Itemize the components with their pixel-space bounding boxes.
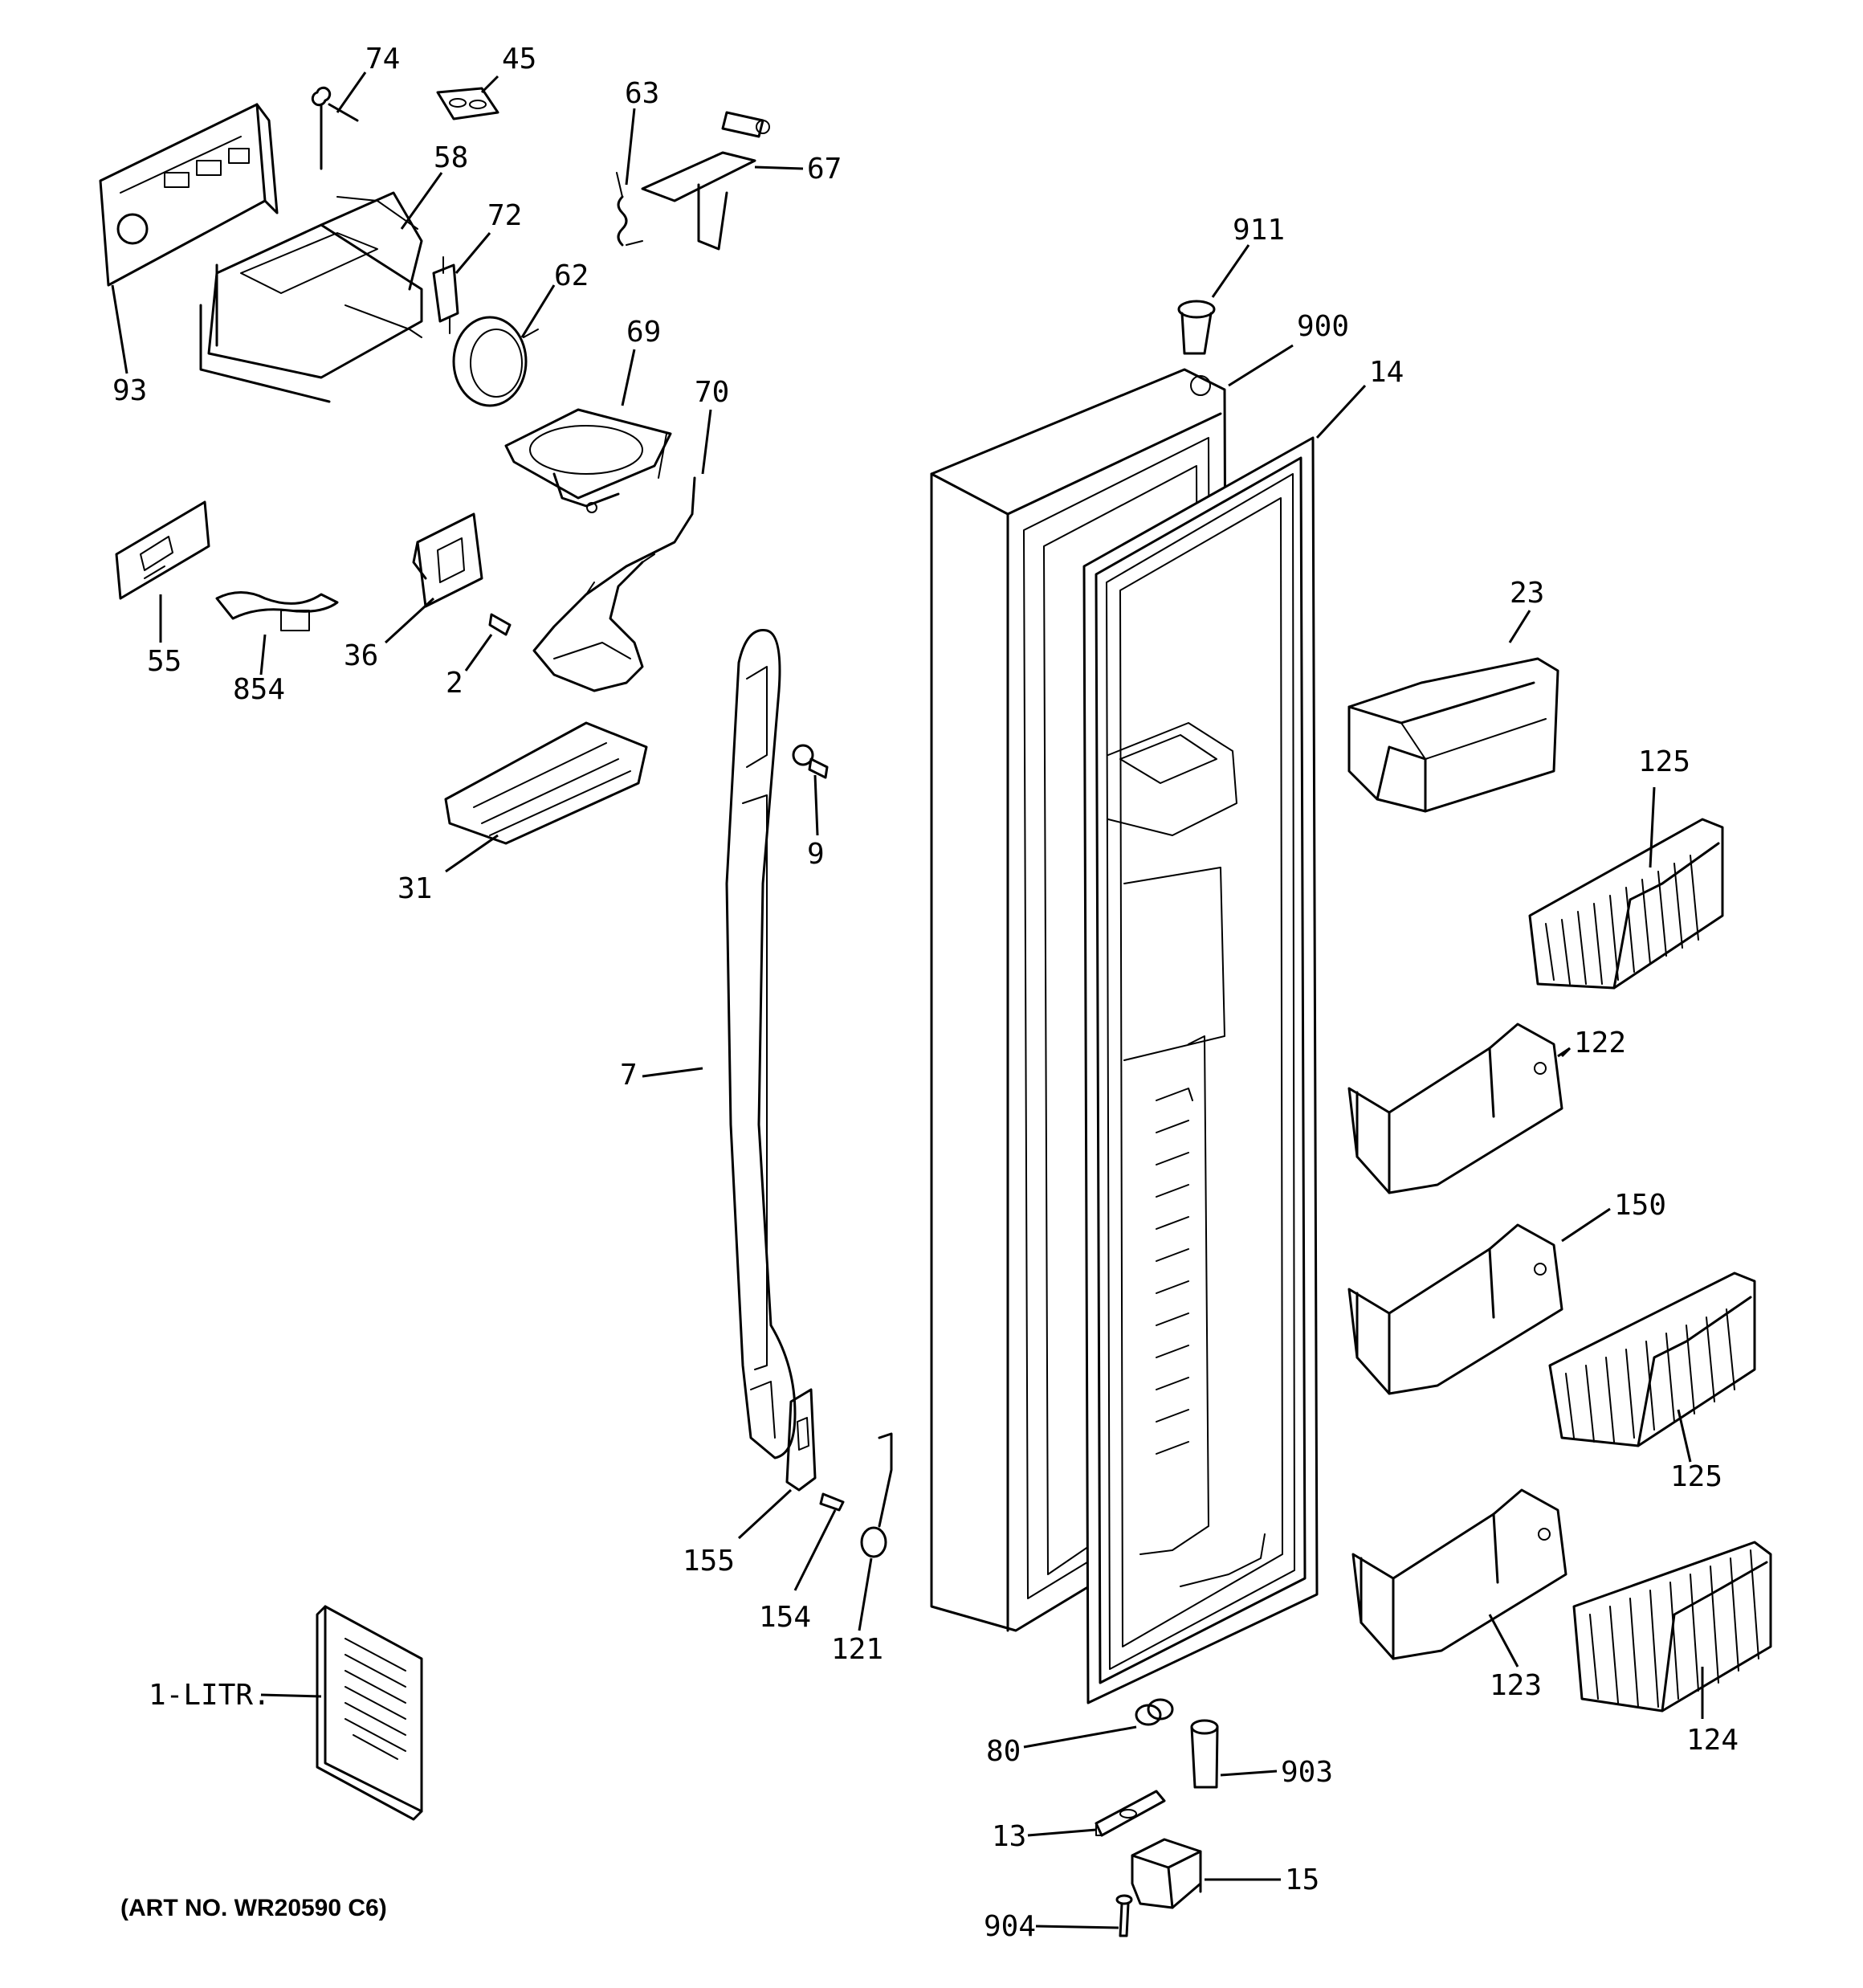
callout-155: 155 — [683, 1545, 735, 1578]
callout-55: 55 — [147, 645, 181, 678]
part-15-hinge — [1131, 1838, 1202, 1909]
part-80-plug — [1135, 1698, 1174, 1726]
callout-1-litr: 1-LITR. — [149, 1679, 271, 1712]
callout-150: 150 — [1614, 1189, 1666, 1222]
part-9-plug — [792, 744, 829, 779]
part-63-spring — [616, 172, 643, 247]
callout-900: 900 — [1297, 310, 1349, 343]
part-122-bin — [1347, 1023, 1563, 1194]
part-55-board — [115, 500, 210, 600]
callout-45: 45 — [502, 43, 536, 76]
callout-70: 70 — [695, 376, 729, 409]
callout-854: 854 — [233, 673, 285, 706]
callout-121: 121 — [831, 1633, 883, 1666]
part-13-hinge-plate — [1095, 1790, 1166, 1837]
callout-63: 63 — [625, 77, 659, 110]
callout-123: 123 — [1490, 1669, 1542, 1702]
callout-58: 58 — [434, 141, 468, 174]
part-36-bracket — [412, 512, 483, 608]
callout-125-lower: 125 — [1670, 1460, 1722, 1493]
callout-67: 67 — [807, 153, 842, 186]
callout-36: 36 — [344, 639, 378, 672]
callout-80: 80 — [986, 1735, 1021, 1768]
callout-31: 31 — [397, 872, 432, 905]
part-155-hinge-bracket — [785, 1388, 817, 1492]
part-125-upper-basket — [1528, 818, 1724, 990]
part-125-lower-basket — [1548, 1272, 1756, 1447]
part-2-screw — [488, 613, 512, 636]
part-72-switch — [432, 256, 459, 334]
part-62-ring — [452, 316, 539, 407]
callout-13: 13 — [992, 1820, 1026, 1853]
part-31-drip-tray — [444, 721, 648, 845]
callout-74: 74 — [365, 43, 400, 76]
part-7-handle — [725, 629, 797, 1459]
part-67-lever — [641, 111, 770, 251]
part-121-link — [860, 1432, 893, 1558]
part-124-basket — [1572, 1541, 1772, 1712]
callout-72: 72 — [487, 199, 522, 232]
part-14-gasket — [1082, 436, 1319, 1704]
part-154-screw — [819, 1492, 845, 1512]
callout-911: 911 — [1233, 214, 1285, 247]
callout-9: 9 — [807, 838, 825, 871]
callout-124: 124 — [1686, 1724, 1739, 1757]
part-45-bracket — [436, 87, 499, 120]
part-854-harness — [215, 591, 339, 631]
callout-15: 15 — [1285, 1863, 1319, 1896]
callout-125-upper: 125 — [1638, 745, 1690, 778]
part-58-dispenser-housing — [199, 191, 423, 403]
callout-23: 23 — [1510, 577, 1544, 610]
callout-93: 93 — [112, 374, 147, 407]
callout-7: 7 — [620, 1059, 638, 1092]
part-23-bin — [1347, 657, 1559, 813]
part-1-litr-literature — [316, 1605, 423, 1821]
part-903-bushing — [1190, 1719, 1219, 1789]
part-70-chute-arm — [532, 476, 696, 692]
callout-154: 154 — [759, 1601, 811, 1634]
callout-2: 2 — [446, 667, 463, 700]
leader-lines — [111, 71, 1704, 1929]
art-number: (ART NO. WR20590 C6) — [120, 1895, 387, 1921]
callout-14: 14 — [1369, 356, 1404, 389]
part-74-spring — [311, 86, 359, 170]
callout-69: 69 — [626, 316, 661, 349]
part-911-bushing — [1177, 300, 1216, 355]
part-93-control-panel — [99, 103, 279, 287]
part-150-bin — [1347, 1223, 1563, 1395]
callout-62: 62 — [554, 259, 589, 292]
part-123-bin — [1351, 1488, 1567, 1660]
part-904-screw — [1115, 1894, 1133, 1937]
callout-122: 122 — [1574, 1027, 1626, 1059]
callout-labels: 74 45 63 67 58 72 62 93 69 70 911 900 14… — [112, 43, 1739, 1943]
part-69-ice-chute — [504, 408, 672, 513]
callout-904: 904 — [984, 1910, 1036, 1943]
callout-903: 903 — [1281, 1756, 1333, 1789]
